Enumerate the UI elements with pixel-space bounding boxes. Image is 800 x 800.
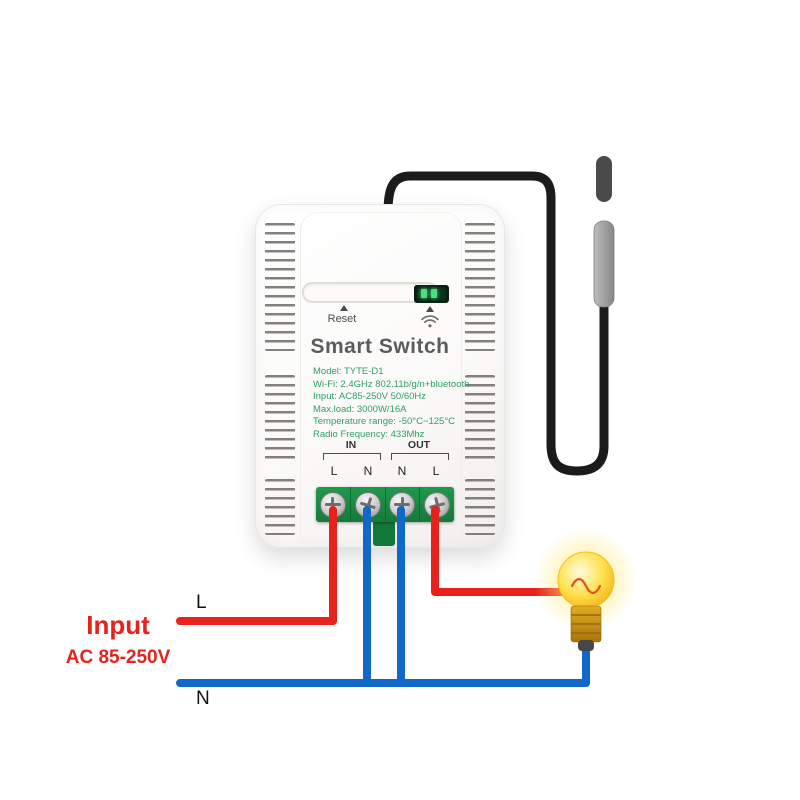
terminal-cell	[351, 487, 386, 522]
input-title: Input	[86, 610, 150, 640]
temperature-probe-sleeve	[593, 220, 615, 308]
vent-slots-right	[465, 223, 495, 351]
live-input-wire	[176, 506, 337, 625]
reset-label: Reset	[327, 313, 357, 325]
vent-slots-left	[265, 479, 295, 535]
device-specs: Model: TYTE-D1 Wi-Fi: 2.4GHz 802.11b/g/n…	[313, 366, 473, 442]
bulb-base-ridges	[571, 614, 601, 634]
display-segment	[421, 289, 427, 298]
spec-line-frequency: Radio Frequency: 433Mhz	[313, 428, 425, 440]
out-terminal-label: OUT	[407, 439, 431, 451]
sensor-cable	[383, 171, 609, 476]
spec-line-wifi: Wi-Fi: 2.4GHz 802.11b/g/n+bluetooth	[313, 378, 470, 390]
bulb-contact	[578, 640, 594, 651]
out-terminal-bracket	[391, 453, 449, 460]
device-title: Smart Switch	[310, 335, 450, 358]
bulb-filament	[570, 577, 602, 595]
device-front-panel	[300, 212, 462, 543]
spec-line-input: Input: AC85-250V 50/60Hz	[313, 391, 427, 403]
vent-slots-left	[265, 375, 295, 461]
spec-line-model: Model: TYTE-D1	[313, 366, 384, 377]
live-output-wire	[431, 506, 578, 596]
input-voltage-label: AC 85-250V	[65, 647, 171, 668]
display-segment	[431, 289, 437, 298]
terminal-pin-label: L	[330, 464, 338, 478]
temperature-probe-tip	[596, 156, 612, 202]
screw-slot	[331, 496, 335, 513]
smart-switch-device: Reset Smart Switch Model: TYTE-D1 Wi-Fi:…	[255, 204, 505, 548]
terminal-block	[316, 487, 454, 522]
status-display	[414, 285, 449, 303]
screw-slot	[400, 496, 404, 513]
terminal-pin-label: N	[363, 464, 373, 478]
input-neutral-label: N	[196, 688, 210, 709]
input-line-label: L	[196, 592, 207, 613]
reset-indicator-icon	[340, 305, 348, 311]
spec-line-temperature: Temperature range: -50°C~125°C	[313, 416, 455, 428]
spec-line-maxload: Max.load: 3000W/16A	[313, 403, 407, 415]
terminal-pin-label: N	[397, 464, 407, 478]
vent-slots-left	[265, 223, 295, 351]
bulb-glass	[557, 551, 615, 609]
in-terminal-bracket	[323, 453, 381, 460]
terminal-pin-label: L	[432, 464, 440, 478]
in-terminal-label: IN	[345, 439, 357, 451]
neutral-bus-wire	[176, 506, 590, 687]
wifi-icon	[420, 313, 440, 329]
vent-slots-right	[465, 479, 495, 535]
vent-slots-right	[465, 375, 495, 461]
terminal-block-tab	[373, 516, 395, 546]
wifi-indicator-icon	[426, 306, 434, 312]
